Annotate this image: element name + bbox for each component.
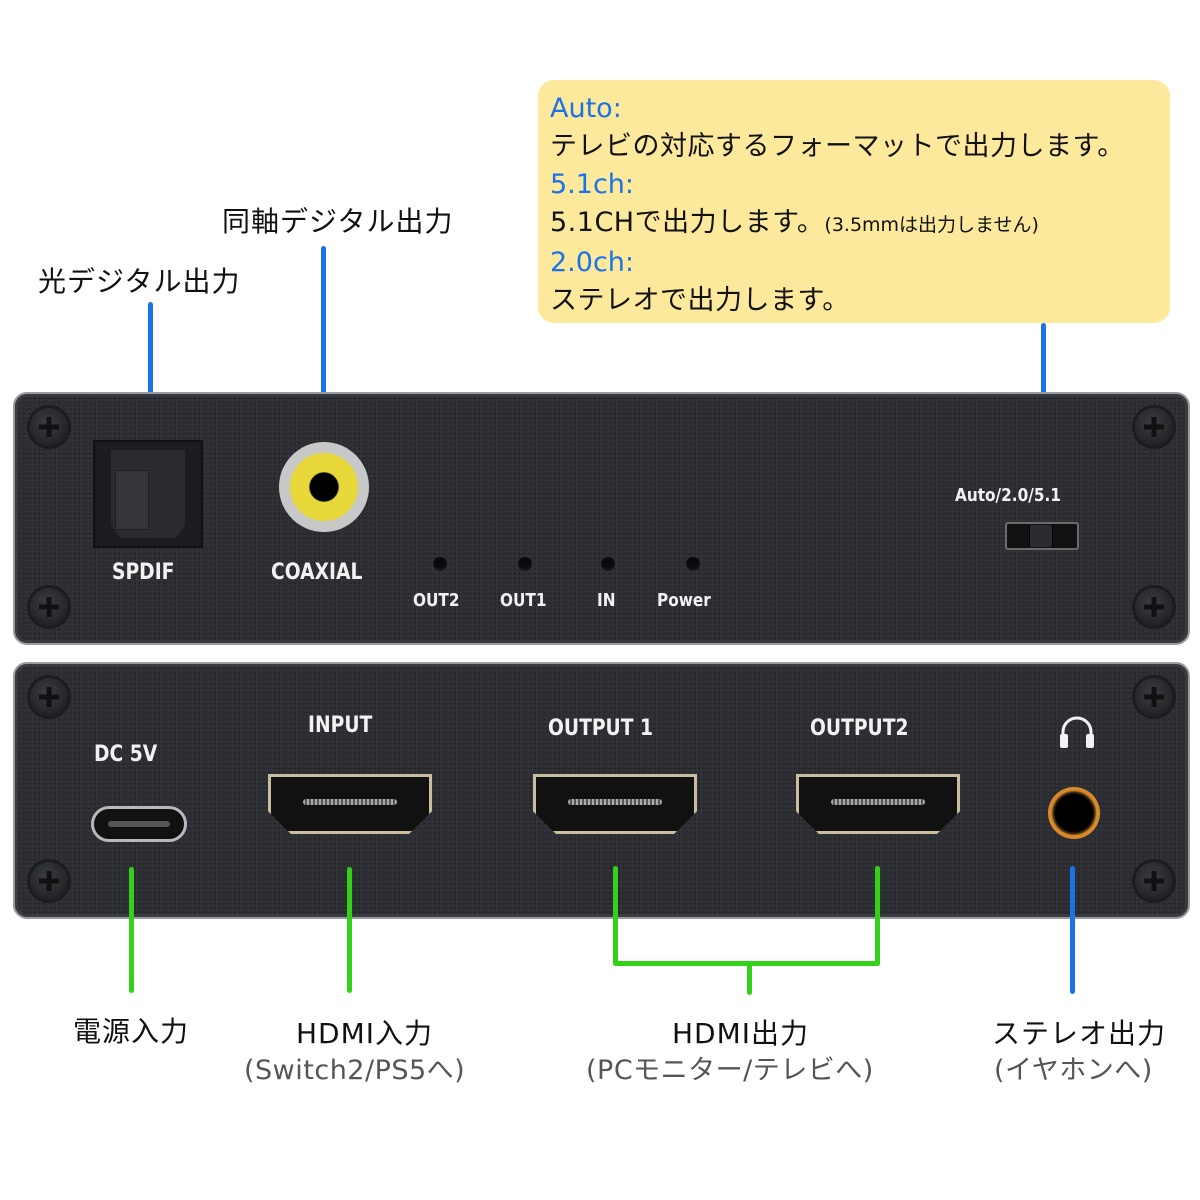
headphone-icon xyxy=(1060,716,1094,748)
label-stereo-output-sub: (イヤホンへ) xyxy=(994,1055,1153,1086)
coaxial-port[interactable] xyxy=(279,442,369,532)
silk-led-in: IN xyxy=(597,590,616,611)
switch-knob[interactable] xyxy=(1029,525,1053,547)
label-hdmi-input: HDMI入力 xyxy=(296,1017,434,1050)
silk-output2: OUTPUT2 xyxy=(810,716,909,741)
silk-dc-5v: DC 5V xyxy=(94,742,158,767)
pointer-line-hdmi-out1 xyxy=(613,866,618,966)
screw-icon xyxy=(1135,678,1173,716)
pointer-line-hdmi-out-stem xyxy=(747,961,752,995)
silk-spdif: SPDIF xyxy=(112,560,175,585)
label-power-input: 電源入力 xyxy=(73,1015,190,1048)
screw-icon xyxy=(30,862,68,900)
pointer-line-hdmi-in xyxy=(347,867,352,993)
hdmi-output1-port[interactable] xyxy=(533,774,697,834)
pointer-line-stereo xyxy=(1070,866,1075,994)
hdmi-input-port[interactable] xyxy=(268,774,432,834)
mode-heading-51: 5.1ch: xyxy=(550,169,634,200)
mode-heading-20: 2.0ch: xyxy=(550,247,634,278)
silk-mode-switch: Auto/2.0/5.1 xyxy=(955,485,1061,506)
mode-text-51: 5.1CHで出力します。(3.5mmは出力しません) xyxy=(550,204,1160,244)
led-in xyxy=(601,557,615,571)
stereo-jack-port[interactable] xyxy=(1048,787,1100,839)
mode-callout: Auto: テレビの対応するフォーマットで出力します。 5.1ch: 5.1CH… xyxy=(538,80,1170,323)
led-out1 xyxy=(518,557,532,571)
silk-output1: OUTPUT 1 xyxy=(548,716,654,741)
label-optical-output: 光デジタル出力 xyxy=(38,265,241,298)
screw-icon xyxy=(1135,408,1173,446)
silk-led-power: Power xyxy=(657,590,711,611)
mode-text-auto: テレビの対応するフォーマットで出力します。 xyxy=(550,131,1125,162)
screw-icon xyxy=(30,588,68,626)
screw-icon xyxy=(1135,862,1173,900)
usb-c-power-port[interactable] xyxy=(91,806,187,842)
pointer-line-coaxial xyxy=(321,246,326,426)
led-power xyxy=(686,557,700,571)
silk-led-out1: OUT1 xyxy=(500,590,547,611)
silk-led-out2: OUT2 xyxy=(413,590,460,611)
label-hdmi-output: HDMI出力 xyxy=(672,1017,810,1050)
mode-switch[interactable] xyxy=(1005,522,1079,550)
pointer-line-power xyxy=(129,867,134,993)
front-panel xyxy=(13,392,1190,645)
mode-text-51-note: (3.5mmは出力しません) xyxy=(824,214,1039,236)
pointer-line-hdmi-out2 xyxy=(875,866,880,966)
mode-text-51-main: 5.1CHで出力します。 xyxy=(550,207,825,238)
led-out2 xyxy=(433,557,447,571)
label-hdmi-input-sub: (Switch2/PS5へ) xyxy=(244,1055,466,1086)
hdmi-output2-port[interactable] xyxy=(796,774,960,834)
pointer-bracket-hdmi-out xyxy=(613,961,880,966)
pointer-line-optical xyxy=(148,302,153,428)
label-stereo-output: ステレオ出力 xyxy=(992,1017,1167,1050)
label-hdmi-output-sub: (PCモニター/テレビへ) xyxy=(586,1055,874,1086)
mode-heading-auto: Auto: xyxy=(550,93,622,124)
mode-text-20: ステレオで出力します。 xyxy=(550,285,850,316)
label-coaxial-output: 同軸デジタル出力 xyxy=(222,205,454,238)
screw-icon xyxy=(1135,588,1173,626)
spdif-port[interactable] xyxy=(93,440,203,548)
screw-icon xyxy=(30,408,68,446)
screw-icon xyxy=(30,678,68,716)
silk-coaxial: COAXIAL xyxy=(271,560,363,585)
silk-input: INPUT xyxy=(308,713,373,738)
